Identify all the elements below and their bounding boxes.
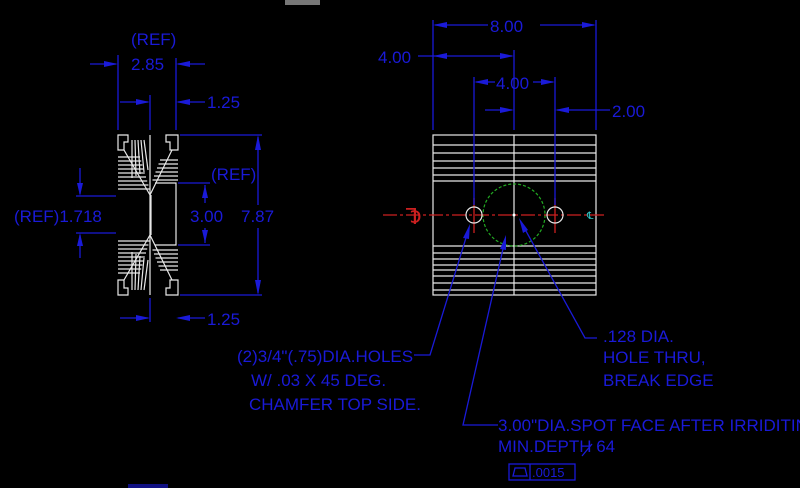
svg-text:MIN.DEPTH 64: MIN.DEPTH 64	[498, 437, 615, 456]
fin-line	[140, 139, 145, 173]
hole-spacing-dim-label: 4.00	[496, 74, 529, 93]
heatsink-side-profile	[117, 134, 179, 296]
spot-face-note: 3.00"DIA.SPOT FACE AFTER IRRIDITING MIN.…	[498, 416, 800, 456]
note-fragment	[128, 484, 168, 488]
svg-text:(2)3/4"(.75)DIA.HOLES: (2)3/4"(.75)DIA.HOLES	[237, 347, 413, 366]
fin-line	[140, 257, 145, 291]
overall-width-dim-label: 8.00	[490, 17, 523, 36]
left-dim-label: (REF)1.718	[14, 207, 102, 226]
fin-line	[143, 139, 149, 171]
fin-line	[123, 149, 151, 196]
mount-hole-left	[465, 206, 483, 224]
bottom-offset-dim-label: 1.25	[207, 310, 240, 329]
height-dim-label: 7.87	[241, 207, 274, 226]
mount-hole-right	[546, 206, 564, 224]
fin-line	[143, 259, 149, 291]
svg-text:CHAMFER TOP SIDE.: CHAMFER TOP SIDE.	[249, 395, 421, 414]
top-offset-dim-label: 1.25	[207, 93, 240, 112]
svg-text:W/ .03 X 45 DEG.: W/ .03 X 45 DEG.	[251, 371, 386, 390]
fin-line	[137, 255, 141, 291]
half-width-dim-label: 4.00	[378, 48, 411, 67]
width-dim-label: 2.85	[131, 55, 164, 74]
slot-dim-label: 3.00	[190, 207, 223, 226]
svg-text:.0015: .0015	[532, 465, 565, 480]
fin-line	[149, 149, 173, 196]
svg-text:HOLE THRU,: HOLE THRU,	[603, 348, 706, 367]
flatness-tolerance-frame: .0015	[508, 463, 576, 481]
svg-text:BREAK EDGE: BREAK EDGE	[603, 371, 714, 390]
svg-text:3.00"DIA.SPOT FACE AFTER IRRID: 3.00"DIA.SPOT FACE AFTER IRRIDITING	[498, 416, 800, 435]
leaders	[414, 218, 597, 457]
centerline-symbol-small: ℄	[586, 211, 594, 222]
small-center-hole	[512, 213, 516, 217]
fin-line	[149, 234, 173, 281]
ref-top-label: (REF)	[131, 30, 176, 49]
centerline-symbol: ℄	[405, 203, 421, 228]
small-hole-note: .128 DIA. HOLE THRU, BREAK EDGE	[603, 327, 714, 390]
flatness-symbol-icon	[512, 467, 528, 477]
hole-offset-dim-label: 2.00	[612, 102, 645, 121]
holes-note: (2)3/4"(.75)DIA.HOLES W/ .03 X 45 DEG. C…	[237, 347, 421, 414]
ref-right-label: (REF)	[211, 165, 256, 184]
heatsink-top-view	[383, 134, 605, 296]
top-view-dimensions	[418, 20, 610, 205]
svg-text:.128 DIA.: .128 DIA.	[603, 327, 674, 346]
fin-line	[137, 139, 141, 175]
toolbar-fragment	[285, 0, 320, 5]
side-view-dimensions	[76, 55, 262, 322]
fin-line	[123, 234, 151, 281]
